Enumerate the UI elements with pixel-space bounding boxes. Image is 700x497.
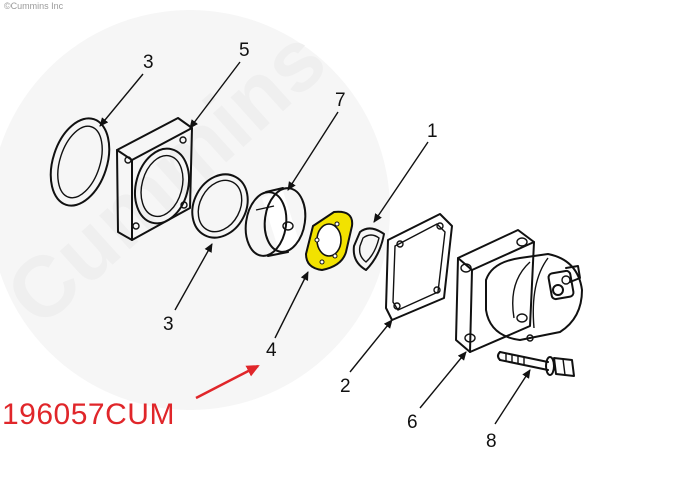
leader-1 xyxy=(373,141,429,223)
leader-lines xyxy=(99,61,531,425)
part-5-adapter-plate xyxy=(116,117,193,241)
part-1-d-seal xyxy=(352,227,385,271)
part-3-o-ring-right xyxy=(191,173,249,239)
red-pointer-arrow xyxy=(195,364,260,400)
leader-3-bottom xyxy=(174,243,213,311)
callout-1: 1 xyxy=(427,121,438,142)
callout-3-top: 3 xyxy=(143,52,154,73)
callout-6: 6 xyxy=(407,412,418,433)
part-7-cap xyxy=(244,187,307,257)
leader-2 xyxy=(349,319,393,373)
part-6-solenoid-body xyxy=(455,229,583,353)
callout-5: 5 xyxy=(239,40,250,61)
leader-8 xyxy=(494,369,531,425)
part-number-label: 196057CUM xyxy=(2,398,175,431)
part-2-square-gasket xyxy=(385,213,453,321)
part-8-bolt xyxy=(497,351,575,377)
copyright-notice: ©Cummins Inc xyxy=(4,1,64,11)
leader-3-top xyxy=(99,73,144,127)
part-3-o-ring-left xyxy=(49,117,111,207)
callout-4: 4 xyxy=(266,340,277,361)
callout-8: 8 xyxy=(486,431,497,452)
part-4-gasket-highlighted xyxy=(304,210,354,272)
callout-2: 2 xyxy=(340,376,351,397)
leader-7 xyxy=(287,111,339,191)
watermark: Cummins xyxy=(0,10,390,410)
callout-labels: 3 5 7 1 3 4 2 6 8 xyxy=(143,40,497,452)
leader-6 xyxy=(419,351,467,409)
callout-3-bottom: 3 xyxy=(163,314,174,335)
callout-7: 7 xyxy=(335,90,346,111)
leader-4 xyxy=(274,271,309,339)
leader-5 xyxy=(189,61,241,129)
